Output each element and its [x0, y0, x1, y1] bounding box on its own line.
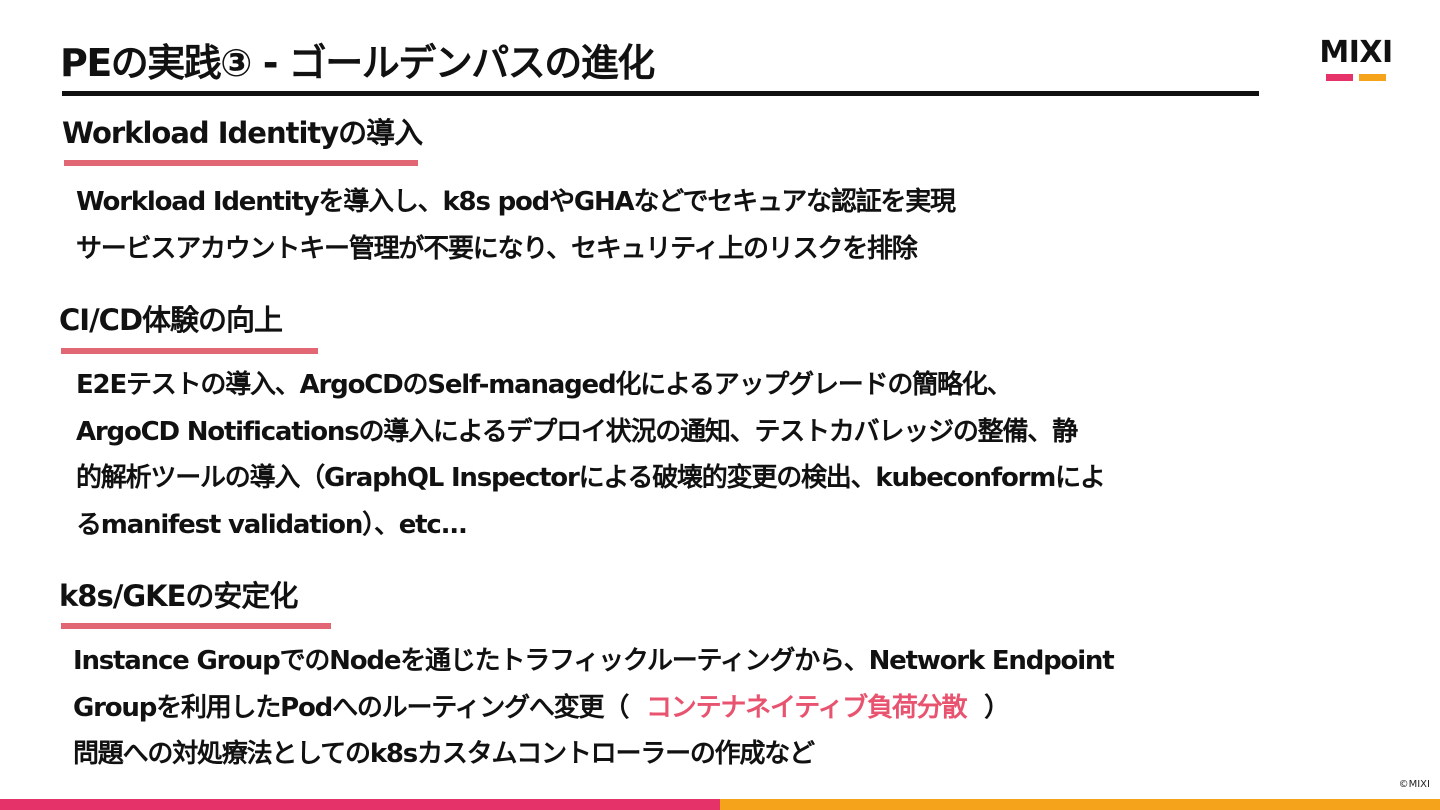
- section-underline-workload-identity: [64, 160, 418, 166]
- mixi-logo: MIXI: [1310, 38, 1402, 84]
- logo-bars: [1324, 74, 1388, 81]
- section-underline-k8s-gke: [61, 623, 331, 629]
- footer-bar-pink: [0, 799, 720, 810]
- body-line: 問題への対処療法としてのk8sカスタムコントローラーの作成など: [73, 739, 815, 769]
- highlight-container-native-lb: コンテナネイティブ負荷分散: [645, 692, 968, 723]
- footer-bar-orange: [720, 799, 1440, 810]
- body-text-segment: Groupを利用したPodへのルーティングへ変更（: [73, 692, 629, 723]
- section-body-workload-identity: Workload Identityを導入し、k8s podやGHAなどでセキュア…: [76, 179, 956, 272]
- body-line: Groupを利用したPodへのルーティングへ変更（ コンテナネイティブ負荷分散 …: [73, 685, 1113, 732]
- section-body-cicd: E2Eテストの導入、ArgoCDのSelf-managed化によるアップグレード…: [76, 362, 1106, 548]
- body-line: るmanifest validation）、etc...: [76, 509, 468, 540]
- logo-bar-pink: [1326, 74, 1353, 81]
- body-line: サービスアカウントキー管理が不要になり、セキュリティ上のリスクを排除: [76, 233, 918, 264]
- slide-title: PEの実践③ - ゴールデンパスの進化: [60, 41, 655, 85]
- section-heading-cicd: CI/CD体験の向上: [59, 303, 283, 337]
- body-line: Workload Identityを導入し、k8s podやGHAなどでセキュア…: [76, 187, 956, 217]
- body-line: Instance GroupでのNodeを通じたトラフィックルーティングから、N…: [73, 646, 1115, 676]
- body-line: ArgoCD Notificationsの導入によるデプロイ状況の通知、テストカ…: [76, 416, 1078, 447]
- body-line: 的解析ツールの導入（GraphQL Inspectorによる破壊的変更の検出、k…: [76, 463, 1106, 493]
- logo-bar-orange: [1359, 74, 1386, 81]
- section-body-k8s-gke: Instance GroupでのNodeを通じたトラフィックルーティングから、N…: [73, 638, 1115, 778]
- body-text-segment: ）: [984, 692, 1010, 723]
- body-line: E2Eテストの導入、ArgoCDのSelf-managed化によるアップグレード…: [76, 370, 1013, 400]
- logo-wordmark: MIXI: [1319, 35, 1393, 70]
- section-heading-workload-identity: Workload Identityの導入: [62, 116, 423, 150]
- title-underline: [62, 91, 1259, 96]
- copyright-notice: ©MIXI: [1398, 779, 1430, 790]
- section-underline-cicd: [61, 348, 318, 354]
- section-heading-k8s-gke: k8s/GKEの安定化: [59, 579, 298, 613]
